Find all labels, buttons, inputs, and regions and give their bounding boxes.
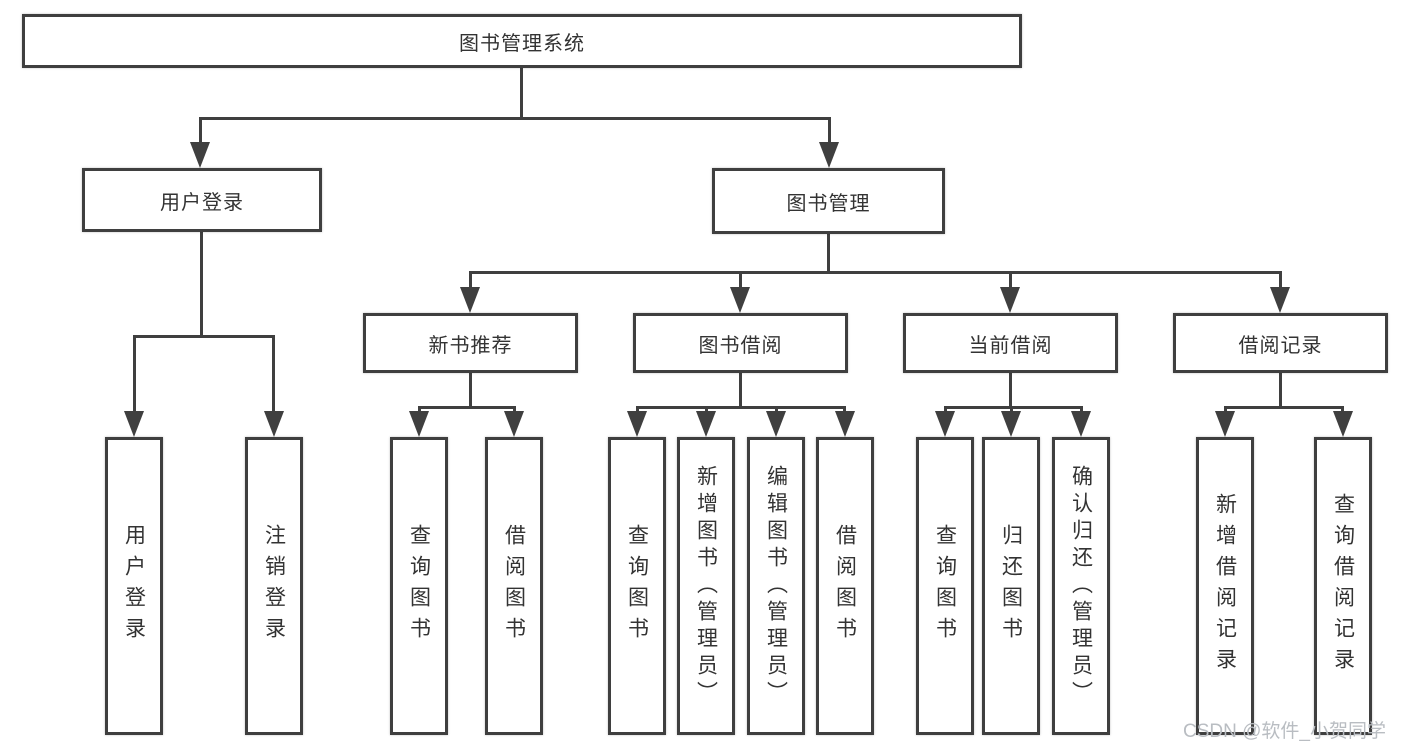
arrow-to-current-borrow <box>1000 287 1020 313</box>
connector-user-leaf2-drop <box>272 335 275 415</box>
arrow-s1-leaf1 <box>627 411 647 437</box>
leaf-current-query: 查询图书 <box>916 437 974 735</box>
connector-current-drop <box>1009 271 1012 293</box>
arrow-to-login-leaf <box>124 411 144 437</box>
connector-root-drop <box>520 66 523 119</box>
connector-user-leaf1-drop <box>133 335 136 415</box>
arrow-s1-leaf2 <box>696 411 716 437</box>
arrow-s3-leaf1 <box>1215 411 1235 437</box>
leaf-borrow-borrow: 借阅图书 <box>816 437 874 735</box>
connector-newbooks-drop <box>469 271 472 293</box>
leaf-current-confirm-admin: 确认归还（管理员） <box>1052 437 1110 735</box>
arrow-to-user-login <box>190 142 210 168</box>
leaf-records-add: 新增借阅记录 <box>1196 437 1254 735</box>
arrow-to-borrow-records <box>1270 287 1290 313</box>
leaf-borrow-query: 查询图书 <box>608 437 666 735</box>
arrow-s1-leaf3 <box>766 411 786 437</box>
arrow-to-book-mgmt <box>819 142 839 168</box>
connector-s1-down <box>739 371 742 409</box>
leaf-logout: 注销登录 <box>245 437 303 735</box>
connector-user-spine <box>133 335 275 338</box>
arrow-to-logout-leaf <box>264 411 284 437</box>
arrow-s0-leaf1 <box>409 411 429 437</box>
arrow-to-new-books <box>460 287 480 313</box>
leaf-newbooks-borrow: 借阅图书 <box>485 437 543 735</box>
leaf-newbooks-query: 查询图书 <box>390 437 448 735</box>
connector-s2-down <box>1009 371 1012 409</box>
arrow-s2-leaf3 <box>1071 411 1091 437</box>
connector-mgmt-down <box>827 232 830 274</box>
arrow-s2-leaf2 <box>1001 411 1021 437</box>
connector-s0-spine <box>418 406 516 409</box>
connector-level2-spine <box>199 117 831 120</box>
node-borrow-records: 借阅记录 <box>1173 313 1388 373</box>
connector-s2-spine <box>944 406 1082 409</box>
connector-s0-down <box>469 371 472 409</box>
leaf-borrow-edit-admin: 编辑图书（管理员） <box>747 437 805 735</box>
node-book-mgmt: 图书管理 <box>712 168 945 234</box>
connector-user-drop <box>199 117 202 147</box>
connector-s1-spine <box>636 406 846 409</box>
node-user-login: 用户登录 <box>82 168 322 232</box>
connector-user-down <box>200 230 203 338</box>
leaf-records-query: 查询借阅记录 <box>1314 437 1372 735</box>
node-current-borrow: 当前借阅 <box>903 313 1118 373</box>
node-new-books: 新书推荐 <box>363 313 578 373</box>
arrow-s1-leaf4 <box>835 411 855 437</box>
connector-mgmt-drop <box>828 117 831 147</box>
connector-records-drop <box>1279 271 1282 293</box>
csdn-watermark: CSDN @软件_小贺同学 <box>1183 721 1386 742</box>
connector-s3-down <box>1279 371 1282 409</box>
leaf-user-login: 用户登录 <box>105 437 163 735</box>
leaf-current-return: 归还图书 <box>982 437 1040 735</box>
connector-s3-spine <box>1224 406 1344 409</box>
node-root: 图书管理系统 <box>22 14 1022 68</box>
arrow-s3-leaf2 <box>1333 411 1353 437</box>
leaf-borrow-add-admin: 新增图书（管理员） <box>677 437 735 735</box>
connector-level3-spine <box>469 271 1282 274</box>
arrow-s0-leaf2 <box>504 411 524 437</box>
arrow-to-book-borrow <box>730 287 750 313</box>
node-book-borrow: 图书借阅 <box>633 313 848 373</box>
connector-borrow-drop <box>739 271 742 293</box>
arrow-s2-leaf1 <box>935 411 955 437</box>
